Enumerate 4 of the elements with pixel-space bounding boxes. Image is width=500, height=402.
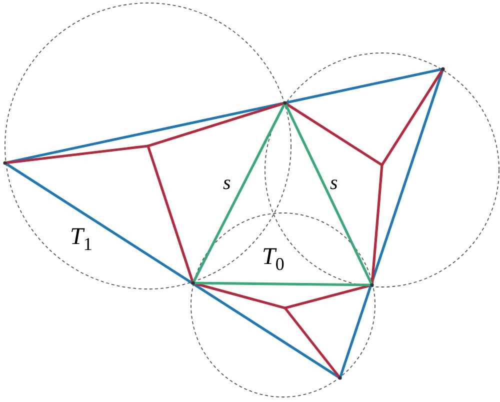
- triangle-label: T$_{0}$: [262, 245, 284, 273]
- side-label: s: [223, 173, 231, 193]
- side-label: s: [330, 173, 338, 193]
- triangle-label: T$_{1}$: [70, 225, 92, 253]
